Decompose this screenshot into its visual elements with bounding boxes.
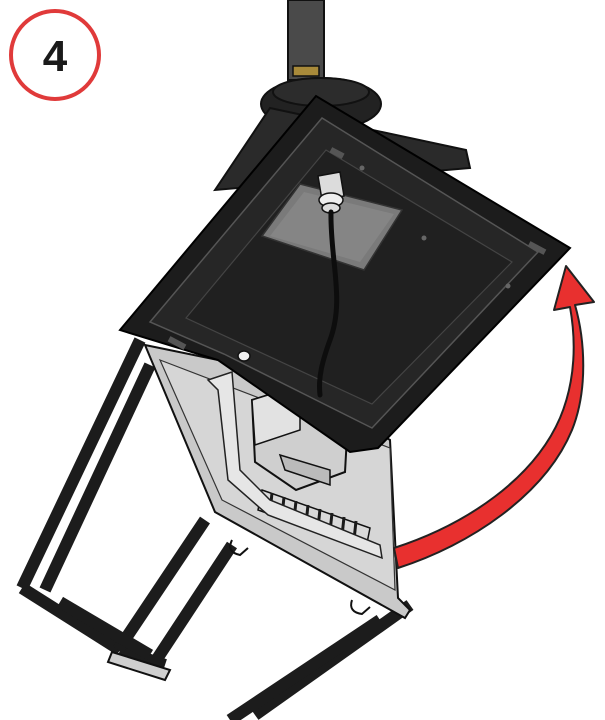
cable-connector <box>237 350 251 362</box>
step-badge-ring <box>9 9 101 101</box>
step-number: 4 <box>43 32 68 81</box>
step-badge: 4 <box>9 9 101 101</box>
top-housing <box>118 94 572 454</box>
power-cable <box>317 209 340 398</box>
curved-rotate-arrow-icon <box>393 265 595 569</box>
frame-foot <box>106 650 172 682</box>
cable-gland <box>317 171 345 214</box>
lantern-frame <box>16 337 414 720</box>
